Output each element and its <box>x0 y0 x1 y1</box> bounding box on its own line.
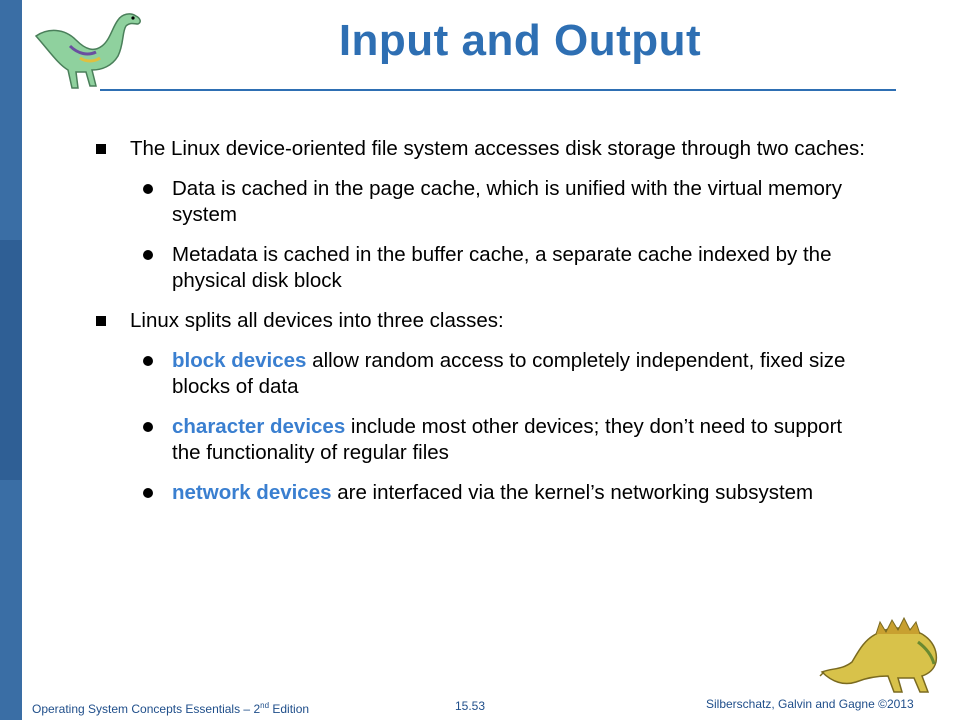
square-bullet-icon <box>96 316 106 326</box>
sub-bullet-item: block devices allow random access to com… <box>94 348 874 400</box>
square-bullet-icon <box>96 144 106 154</box>
left-sidebar-bar <box>0 0 22 720</box>
footer-book-title: Operating System Concepts Essentials – 2… <box>32 701 309 716</box>
footer-copyright: Silberschatz, Galvin and Gagne ©2013 <box>706 697 914 711</box>
sub-bullet-text: Data is cached in the page cache, which … <box>172 177 843 226</box>
round-bullet-icon <box>143 250 153 260</box>
slide-title: Input and Output <box>338 16 702 65</box>
round-bullet-icon <box>143 422 153 432</box>
sub-bullet-item: character devices include most other dev… <box>94 414 874 466</box>
dinosaur-icon <box>34 13 141 89</box>
bullet-text: The Linux device-oriented file system ac… <box>130 137 865 160</box>
sub-bullet-text: Metadata is cached in the buffer cache, … <box>172 243 832 292</box>
round-bullet-icon <box>143 184 153 194</box>
dinosaur-icon <box>819 616 938 693</box>
footer-page-number: 15.53 <box>455 699 486 713</box>
sub-bullet-text: include most other devices; they don’t n… <box>172 415 843 464</box>
sub-bullet-item: Metadata is cached in the buffer cache, … <box>94 242 874 294</box>
round-bullet-icon <box>143 488 153 498</box>
footer-title-text: Operating System Concepts Essentials – 2 <box>32 702 261 716</box>
title-underline <box>100 89 896 91</box>
keyword-block-devices: block devices <box>172 349 307 372</box>
keyword-character-devices: character devices <box>172 415 346 438</box>
footer-title-edition: Edition <box>269 702 310 716</box>
sub-bullet-text: are interfaced via the kernel’s networki… <box>331 481 814 504</box>
bullet-item: The Linux device-oriented file system ac… <box>94 136 874 162</box>
footer-title-superscript: nd <box>260 701 270 710</box>
round-bullet-icon <box>143 356 153 366</box>
sidebar-segment <box>0 240 22 480</box>
sub-bullet-item: network devices are interfaced via the k… <box>94 480 874 506</box>
bullet-item: Linux splits all devices into three clas… <box>94 308 874 334</box>
sub-bullet-item: Data is cached in the page cache, which … <box>94 176 874 228</box>
slide-content: The Linux device-oriented file system ac… <box>94 136 874 520</box>
bullet-text: Linux splits all devices into three clas… <box>130 309 504 332</box>
keyword-network-devices: network devices <box>172 481 332 504</box>
sub-bullet-text: allow random access to completely indepe… <box>172 349 846 398</box>
